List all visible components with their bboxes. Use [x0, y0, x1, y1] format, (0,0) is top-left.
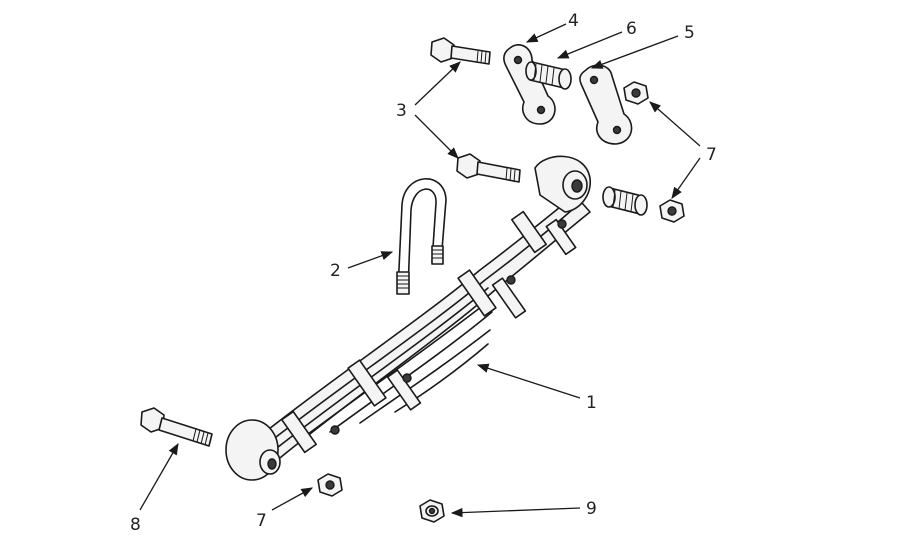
- bush-upper: [525, 61, 572, 90]
- callout-5: 5: [684, 23, 695, 43]
- shackle-plate-outer: [579, 64, 633, 145]
- shackle-bolt-upper: [430, 37, 491, 65]
- callout-6: 6: [626, 19, 637, 39]
- callout-3: 3: [396, 101, 407, 121]
- callout-8: 8: [130, 515, 141, 535]
- leaf-spring: [225, 155, 591, 481]
- callout-7-lower: 7: [256, 511, 267, 531]
- nut-lower-right: [659, 199, 685, 223]
- u-bolt: [396, 178, 447, 295]
- callout-4: 4: [568, 11, 579, 31]
- front-eye-bolt: [140, 407, 213, 447]
- callout-2: 2: [330, 261, 341, 281]
- callout-9: 9: [586, 499, 597, 519]
- nut-bottom-left: [317, 473, 343, 497]
- bush-lower: [602, 186, 648, 216]
- nyloc-nut: [419, 499, 445, 523]
- shackle-plate-inner: [503, 44, 556, 125]
- callout-7-upper: 7: [706, 145, 717, 165]
- leader-lines: [139, 23, 701, 518]
- callout-1: 1: [586, 393, 597, 413]
- shackle-bolt-lower: [456, 153, 521, 183]
- nut-upper-right: [623, 81, 649, 105]
